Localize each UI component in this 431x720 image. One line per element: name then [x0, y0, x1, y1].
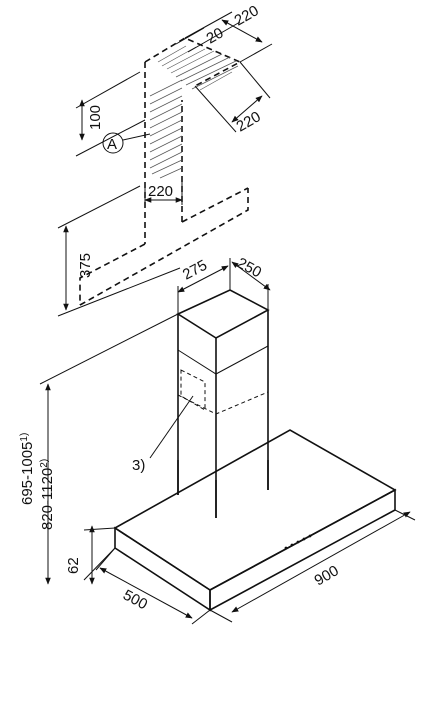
label-top-20: 20	[204, 24, 227, 47]
dim-375: 375	[57, 185, 181, 317]
label-height-range-2-note: 2)	[39, 459, 50, 468]
callout-a: A	[102, 132, 151, 154]
label-circle-a: A	[107, 136, 117, 153]
dim-total-height: 695-10051) 820-11202)	[19, 313, 179, 585]
label-callout-3: 3)	[132, 457, 145, 474]
chimney	[176, 289, 270, 518]
label-height-range-1-note: 1)	[19, 433, 30, 442]
svg-text:695-10051): 695-10051)	[19, 433, 36, 505]
dim-chimney: 275 250	[177, 255, 271, 314]
dim-500: 500	[95, 547, 211, 625]
ceiling-duct-outline	[79, 37, 249, 306]
dim-62: 62	[65, 525, 116, 585]
label-top-220: 220	[232, 2, 262, 29]
callout-3: 3)	[132, 395, 194, 474]
dim-top-20: 20	[175, 21, 241, 53]
dim-900: 900	[209, 509, 416, 623]
label-275: 275	[180, 257, 210, 284]
label-right-220: 220	[234, 108, 264, 135]
svg-text:820-11202): 820-11202)	[39, 459, 56, 530]
label-250: 250	[234, 255, 264, 282]
hood-canopy	[113, 429, 397, 612]
dim-lower-220: 220	[144, 182, 183, 205]
label-100: 100	[87, 105, 104, 130]
label-height-range-1: 695-1005	[19, 442, 36, 505]
label-500: 500	[120, 587, 150, 614]
label-lower-220: 220	[148, 183, 173, 200]
label-375: 375	[77, 253, 94, 278]
hatched-side	[149, 79, 183, 179]
dim-right-220: 220	[194, 61, 271, 135]
label-900: 900	[312, 562, 342, 589]
hatched-top	[157, 45, 239, 91]
label-62: 62	[65, 557, 82, 574]
label-height-range-2: 820-1120	[39, 468, 56, 530]
dim-100: 100	[75, 71, 146, 157]
